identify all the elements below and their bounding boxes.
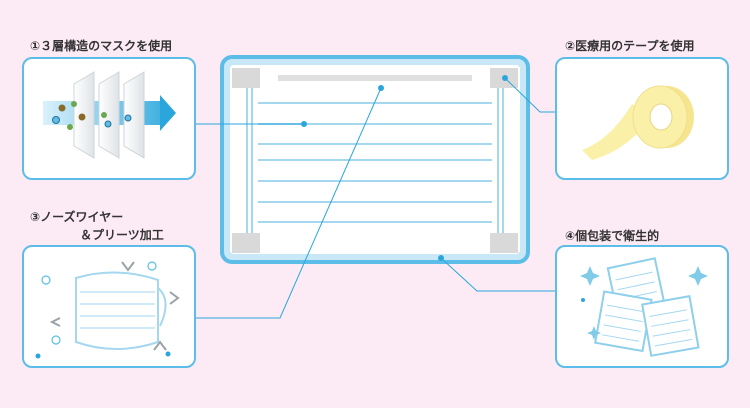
feature-label-tape: ②医療用のテープを使用 <box>565 39 695 53</box>
ear-tape <box>246 86 504 233</box>
corner-tab <box>232 233 260 253</box>
sparkle-icons <box>580 266 708 340</box>
nose-wire <box>278 75 472 81</box>
feature-label-package: ④個包装で衛生的 <box>565 229 660 243</box>
corner-tab <box>490 233 518 253</box>
individual-package-illustration <box>580 257 708 357</box>
connector-dots <box>301 75 508 261</box>
feature-label-wire-1: ③ノーズワイヤー <box>30 210 124 224</box>
connector-lines <box>196 77 555 319</box>
feature-label-wire-2: ＆プリーツ加工 <box>80 228 164 242</box>
tape-panel <box>555 57 729 180</box>
corner-tab <box>232 68 260 88</box>
tape-roll-illustration <box>582 85 694 160</box>
connector-package <box>440 257 555 292</box>
three-layer-illustration <box>43 71 176 159</box>
germ-icons <box>41 261 157 345</box>
connector-tape <box>504 77 555 113</box>
pleated-mask-illustration <box>35 261 180 359</box>
arrow-marks <box>49 261 180 351</box>
particle-icons <box>52 101 132 130</box>
connector-wire <box>196 87 382 319</box>
mask-pleats <box>258 102 492 223</box>
mask-main <box>220 55 530 264</box>
feature-label-layers: ①３層構造のマスクを使用 <box>30 39 173 53</box>
